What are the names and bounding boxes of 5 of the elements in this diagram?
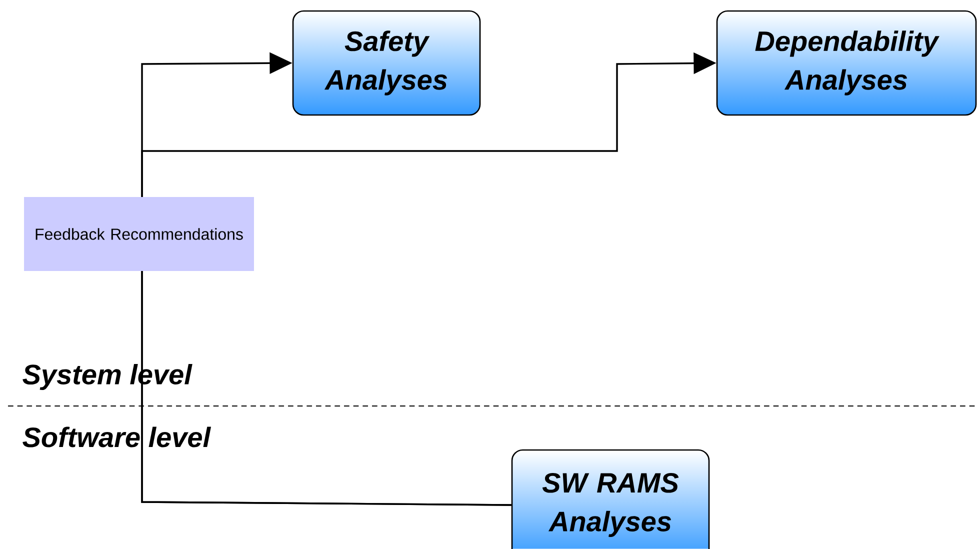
- analysis-box: SW RAMS Analyses: [511, 449, 710, 549]
- level-label: Software level: [22, 426, 212, 448]
- analysis-box: Dependability Analyses: [716, 10, 977, 116]
- analysis-box: Safety Analyses: [292, 10, 481, 116]
- edge-label: Feedback Recommendations: [24, 197, 254, 271]
